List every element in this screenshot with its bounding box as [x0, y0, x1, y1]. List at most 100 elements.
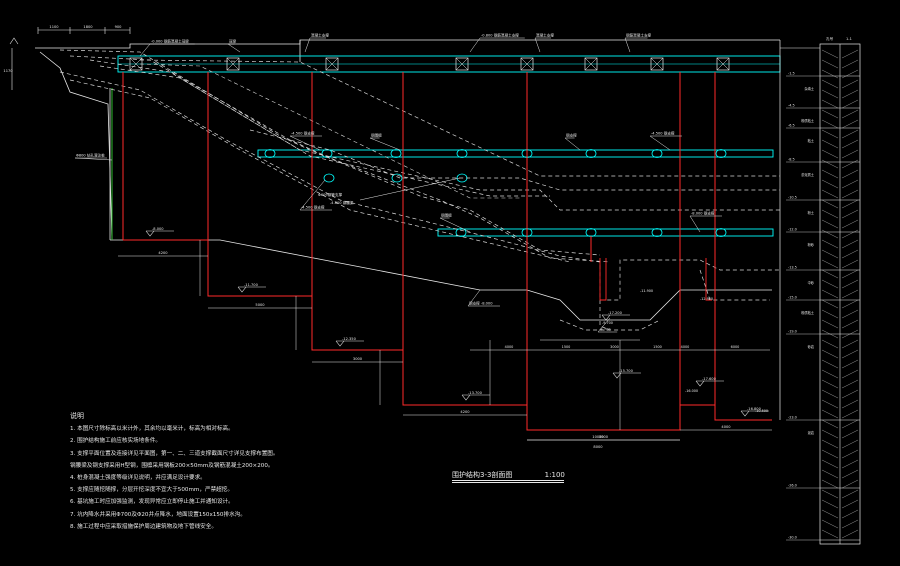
callout-text: -11.900 — [640, 289, 653, 293]
elevation-marker — [335, 340, 345, 347]
note-item: 2. 围护结构施工前应核实场地条件。 — [70, 438, 162, 445]
callout-text: -9.700 — [602, 321, 613, 325]
strut-node — [391, 173, 403, 183]
soil-hatch — [841, 269, 859, 279]
soil-hatch — [821, 199, 839, 209]
dashed-slope — [69, 55, 611, 263]
callout-leader — [624, 37, 631, 53]
soil-hatch — [821, 79, 839, 89]
callout-text: 钢支撑 — [566, 133, 577, 138]
elevation-text: -8.000 — [152, 227, 164, 231]
soil-hatch — [841, 199, 859, 209]
callout-leader — [534, 37, 541, 53]
soil-hatch — [821, 69, 839, 79]
callout-text: 冠梁 — [229, 39, 237, 44]
soil-hatch — [841, 189, 859, 199]
soil-hatch — [821, 179, 839, 189]
soil-hatch — [821, 409, 839, 419]
soil-hatch — [841, 119, 859, 129]
elevation-marker — [740, 410, 750, 417]
soil-hatch — [821, 269, 839, 279]
elevation-text: -12.350 — [342, 337, 357, 341]
callout-leader — [649, 135, 671, 151]
slope-line — [39, 51, 113, 241]
soil-hatch — [821, 259, 839, 269]
soil-text: 粉土 — [808, 210, 815, 215]
soil-hatch — [841, 129, 859, 139]
callout-leader — [689, 215, 701, 233]
soil-hatch — [821, 399, 839, 409]
level-text: -8.5 — [788, 158, 795, 162]
callout-text: 钢筋混凝土支撑 — [626, 33, 652, 38]
strut-node — [715, 149, 727, 158]
note-item: 5. 支撑应随挖随撑，分层开挖深度不宜大于500mm，严禁超挖。 — [70, 487, 233, 494]
callout-leader — [359, 177, 461, 201]
callout-leader — [289, 135, 321, 151]
soil-hatch — [821, 449, 839, 459]
soil-hatch — [841, 349, 859, 359]
soil-hatch — [821, 359, 839, 369]
dashed-slope — [59, 49, 601, 256]
notes-block: 说明 1. 本图尺寸除标高以米计外，其余均以毫米计，标高为相对标高。 2. 围护… — [70, 410, 390, 533]
callout-text: Φ609钢管支撑 — [318, 192, 342, 197]
soil-hatch — [841, 89, 859, 99]
soil-hatch — [821, 89, 839, 99]
soil-hatch — [821, 369, 839, 379]
soil-hatch — [841, 259, 859, 269]
callout-leader — [469, 37, 481, 53]
soil-text: 砂岩 — [808, 344, 815, 349]
note-item: 3. 支撑平面位置及连接详见平面图，第一、二、三道支撑截面尺寸详见支撑布置图。 — [70, 450, 279, 457]
elevation-marker — [9, 37, 19, 45]
callout-text: 混凝土支撑 — [311, 33, 329, 38]
level-text: -12.0 — [788, 228, 797, 232]
dimension-text: 3500 — [599, 435, 609, 439]
dashed-slope — [699, 269, 770, 301]
soil-hatch — [841, 299, 859, 309]
node-cross — [325, 57, 339, 71]
crown-beam-node — [650, 57, 664, 71]
soil-hatch — [821, 389, 839, 399]
strut-node — [264, 149, 276, 158]
elevation-text: -17.200 — [608, 311, 623, 315]
soil-text: 淤泥质土 — [801, 172, 815, 177]
callout-text: -4.500 钢支撑 — [291, 131, 315, 136]
drawing-title-text: 围护结构3-3剖面图 — [452, 471, 513, 479]
soil-hatch — [841, 229, 859, 239]
boring-header: 1-1 — [846, 37, 852, 41]
soil-hatch — [821, 169, 839, 179]
level-text: -26.0 — [788, 484, 797, 488]
soil-hatch — [841, 169, 859, 179]
dimension-text: 1500 — [562, 345, 571, 349]
elevation-text: -15.700 — [619, 369, 634, 373]
soil-text: 粉质粘土 — [801, 310, 815, 315]
soil-hatch — [841, 429, 859, 439]
soil-hatch — [841, 289, 859, 299]
soil-hatch — [841, 179, 859, 189]
soil-hatch — [841, 239, 859, 249]
soil-hatch — [821, 459, 839, 469]
excavation-profile — [110, 239, 772, 321]
dimension-text: 4200 — [158, 251, 168, 255]
dashed-slope — [69, 79, 571, 263]
callout-text: -4.600 钢腰梁 — [330, 200, 354, 205]
strut-node — [651, 149, 663, 158]
soil-hatch — [841, 439, 859, 449]
dimension-text: 3000 — [610, 345, 619, 349]
callout-text: -9.700 — [599, 328, 611, 332]
node-cross — [520, 57, 534, 71]
dimension-text: 4000 — [505, 345, 514, 349]
callout-leader — [597, 317, 611, 333]
note-item: 钢腰梁及钢支撑采用H型钢，围檩采用钢板200×50mm及钢筋混凝土200×200… — [70, 462, 274, 469]
callout-text: Φ800 钻孔灌注桩 — [76, 153, 105, 158]
dashed-slope — [599, 300, 611, 331]
soil-hatch — [821, 139, 839, 149]
boring-header: 孔号 — [826, 36, 834, 41]
elevation-text: -16.800 — [747, 407, 762, 411]
soil-hatch — [841, 459, 859, 469]
soil-hatch — [821, 159, 839, 169]
callout-leader — [227, 43, 241, 53]
callout-text: -4.500 钢支撑 — [651, 131, 675, 136]
callout-leader — [439, 217, 471, 233]
soil-hatch — [821, 329, 839, 339]
crown-beam-node — [520, 57, 534, 71]
